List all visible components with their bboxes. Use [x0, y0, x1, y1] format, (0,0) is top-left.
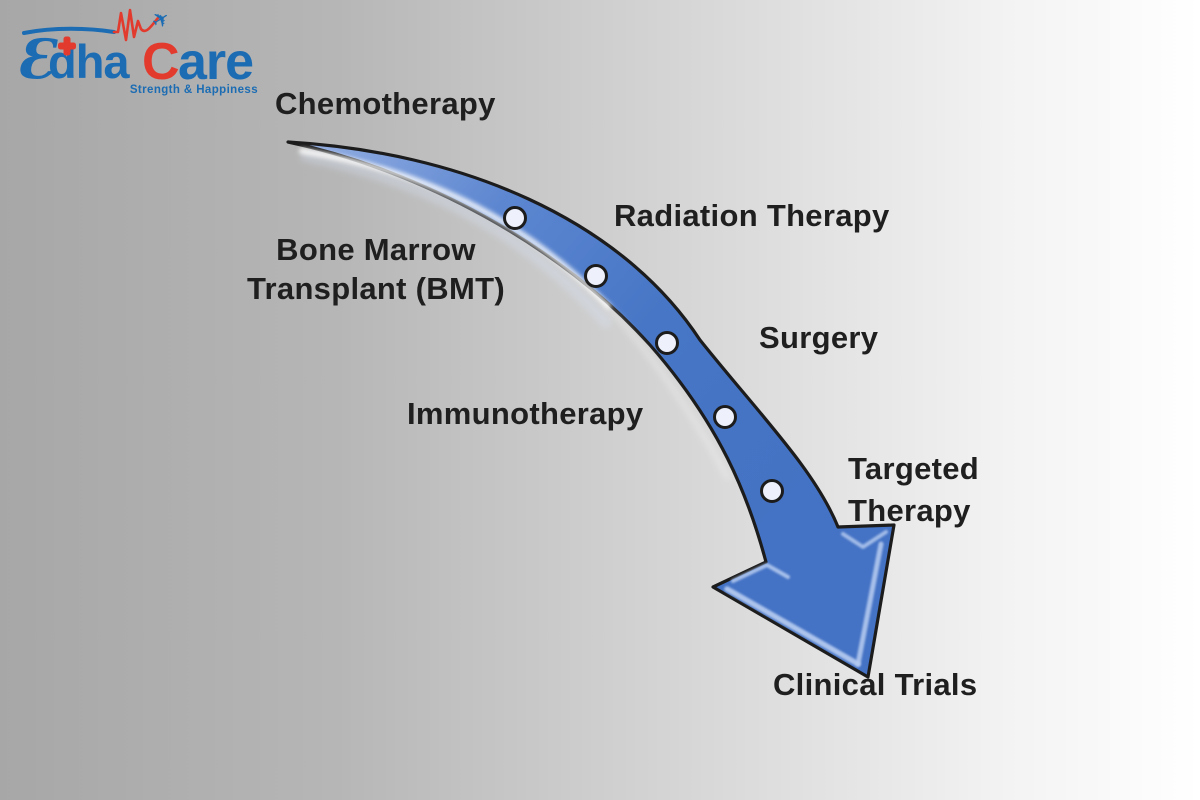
label-chemotherapy: Chemotherapy — [275, 86, 496, 121]
label-clinical-trials: Clinical Trials — [773, 667, 978, 702]
flow-marker-2 — [584, 264, 608, 288]
label-targeted-therapy: Targeted Therapy — [848, 451, 980, 529]
medical-cross-icon — [58, 36, 76, 56]
logo-script-e: Ɛ — [16, 27, 58, 91]
flow-marker-5 — [760, 479, 784, 503]
arrowhead-bevel-highlights — [724, 530, 888, 667]
flow-marker-4 — [713, 405, 737, 429]
logo-swoosh — [22, 26, 116, 35]
logo-text-care-c: C — [142, 33, 179, 91]
label-bone-marrow-transplant: Bone Marrow Transplant (BMT) — [247, 232, 505, 306]
label-immunotherapy: Immunotherapy — [407, 396, 644, 431]
ecg-heartbeat-icon — [112, 8, 160, 42]
flow-markers — [503, 206, 784, 503]
arrow-gloss-highlights — [299, 148, 730, 480]
label-radiation-therapy: Radiation Therapy — [614, 198, 890, 233]
flow-marker-1 — [503, 206, 527, 230]
flow-marker-3 — [655, 331, 679, 355]
logo-tagline: Strength & Happiness — [130, 84, 258, 96]
airplane-icon: ✈ — [148, 8, 175, 35]
logo-text-care-rest: are — [178, 33, 253, 91]
label-surgery: Surgery — [759, 320, 879, 355]
edhacare-logo: ✈ Ɛ dha C are Strength & Happiness — [16, 8, 258, 96]
